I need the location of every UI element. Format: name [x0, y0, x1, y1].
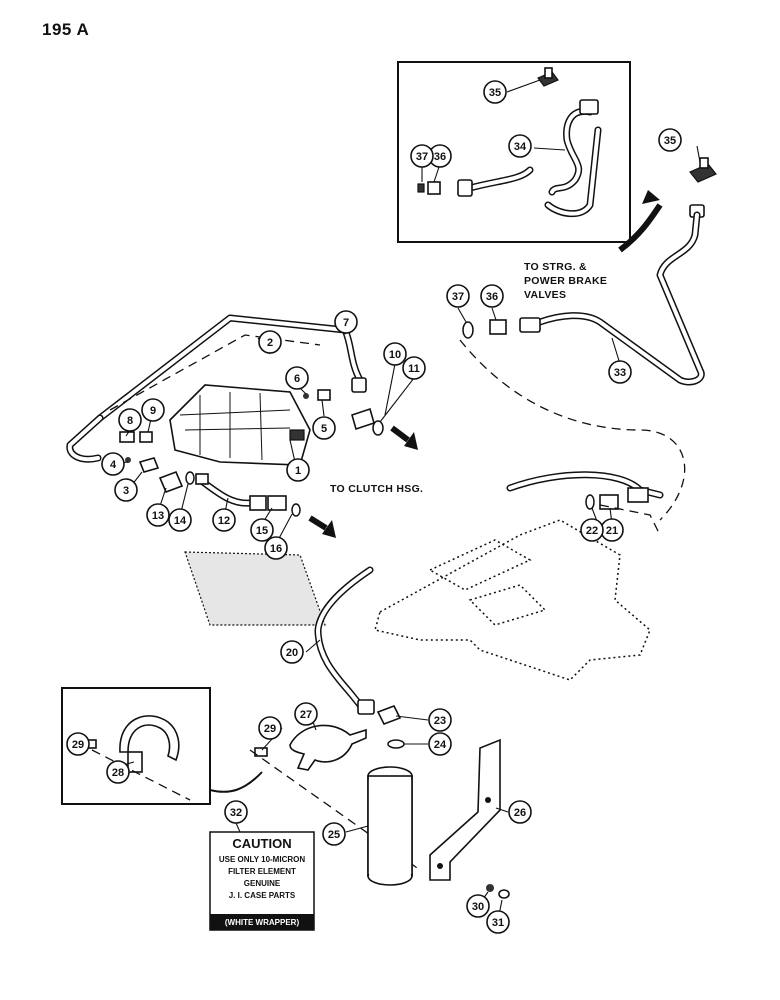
callout-number: 37 — [452, 291, 464, 303]
callout-circle — [224, 800, 248, 824]
callout-number: 2 — [267, 337, 273, 349]
page-number: 195 A — [42, 20, 90, 39]
inset-box-lines — [397, 61, 631, 243]
callout-number: 35 — [664, 135, 676, 147]
callout-circle — [146, 503, 170, 527]
callout-number: 10 — [389, 349, 401, 361]
callout-circle — [466, 894, 490, 918]
callout-circle — [402, 356, 426, 380]
callout-circle — [285, 366, 309, 390]
caution-title: CAUTION — [232, 836, 291, 851]
callout-circle — [66, 732, 90, 756]
note-strg-line: VALVES — [524, 289, 566, 301]
callout-circle — [280, 640, 304, 664]
filter-assembly — [249, 724, 510, 899]
note-clutch: TO CLUTCH HSG. — [330, 483, 423, 495]
callout-number: 36 — [486, 291, 498, 303]
callout-circle — [410, 144, 434, 168]
caution-line: FILTER ELEMENT — [228, 867, 296, 876]
callout-circle — [114, 478, 138, 502]
callout-circle — [322, 822, 346, 846]
callout-number: 4 — [110, 459, 117, 471]
callout-number: 6 — [294, 373, 300, 385]
callout-circle — [118, 408, 142, 432]
callout-number: 12 — [218, 515, 230, 527]
callout-circle — [580, 518, 604, 542]
callout-number: 16 — [270, 543, 282, 555]
callout-number: 30 — [472, 901, 484, 913]
callout-circle — [508, 134, 532, 158]
callout-number: 36 — [434, 151, 446, 163]
callout-number: 26 — [514, 807, 526, 819]
callout-circle — [250, 518, 274, 542]
callout-number: 34 — [514, 141, 527, 153]
callout-circle — [608, 360, 632, 384]
callout-circle — [508, 800, 532, 824]
caution-decal: CAUTION USE ONLY 10-MICRON FILTER ELEMEN… — [209, 831, 315, 931]
callout-circle — [658, 128, 682, 152]
caution-footer: (WHITE WRAPPER) — [225, 918, 300, 927]
callout-number: 21 — [606, 525, 618, 537]
callout-circle — [446, 284, 470, 308]
callout-number: 37 — [416, 151, 428, 163]
callout-number: 27 — [300, 709, 312, 721]
callout-circle — [312, 416, 336, 440]
callout-circle — [334, 310, 358, 334]
callout-circle — [141, 398, 165, 422]
callout-number: 32 — [230, 807, 242, 819]
callout-number: 5 — [321, 423, 327, 435]
callout-circle — [258, 716, 282, 740]
callout-circle — [264, 536, 288, 560]
callout-number: 9 — [150, 405, 156, 417]
callout-number: 20 — [286, 647, 298, 659]
callout-number: 28 — [112, 767, 124, 779]
callout-number: 3 — [123, 485, 129, 497]
note-strg-line: TO STRG. & — [524, 261, 587, 273]
callout-circle — [428, 732, 452, 756]
caution-line: GENUINE — [244, 879, 281, 888]
callout-number: 29 — [264, 723, 276, 735]
callout-number: 8 — [127, 415, 133, 427]
caution-line: USE ONLY 10-MICRON — [219, 855, 305, 864]
callout-circle — [258, 330, 282, 354]
inset-box-bracket — [61, 687, 263, 805]
callout-circle — [101, 452, 125, 476]
callout-circle — [483, 80, 507, 104]
callout-circle — [294, 702, 318, 726]
callout-circle — [106, 760, 130, 784]
callout-circle — [168, 508, 192, 532]
valve-body — [66, 314, 418, 626]
callout-circle — [286, 458, 310, 482]
callout-circle — [428, 708, 452, 732]
callout-circle — [480, 284, 504, 308]
filter-housing — [314, 339, 686, 749]
callout-number: 14 — [174, 515, 187, 527]
callout-circle — [212, 508, 236, 532]
callout-number: 25 — [328, 829, 340, 841]
caution-line: J. I. CASE PARTS — [229, 891, 296, 900]
callout-circle — [486, 910, 510, 934]
callout-number: 24 — [434, 739, 447, 751]
callout-number: 1 — [295, 465, 301, 477]
callout-number: 23 — [434, 715, 446, 727]
callout-number: 11 — [408, 363, 420, 375]
callout-number: 13 — [152, 510, 164, 522]
callout-number: 31 — [492, 917, 504, 929]
callout-number: 35 — [489, 87, 501, 99]
callout-number: 15 — [256, 525, 268, 537]
callout-number: 7 — [343, 317, 349, 329]
callout-number: 33 — [614, 367, 626, 379]
callout-circle — [383, 342, 407, 366]
note-strg-line: POWER BRAKE — [524, 275, 607, 287]
tube-33-assembly — [462, 157, 717, 386]
callout-number: 22 — [586, 525, 598, 537]
callout-number: 29 — [72, 739, 84, 751]
